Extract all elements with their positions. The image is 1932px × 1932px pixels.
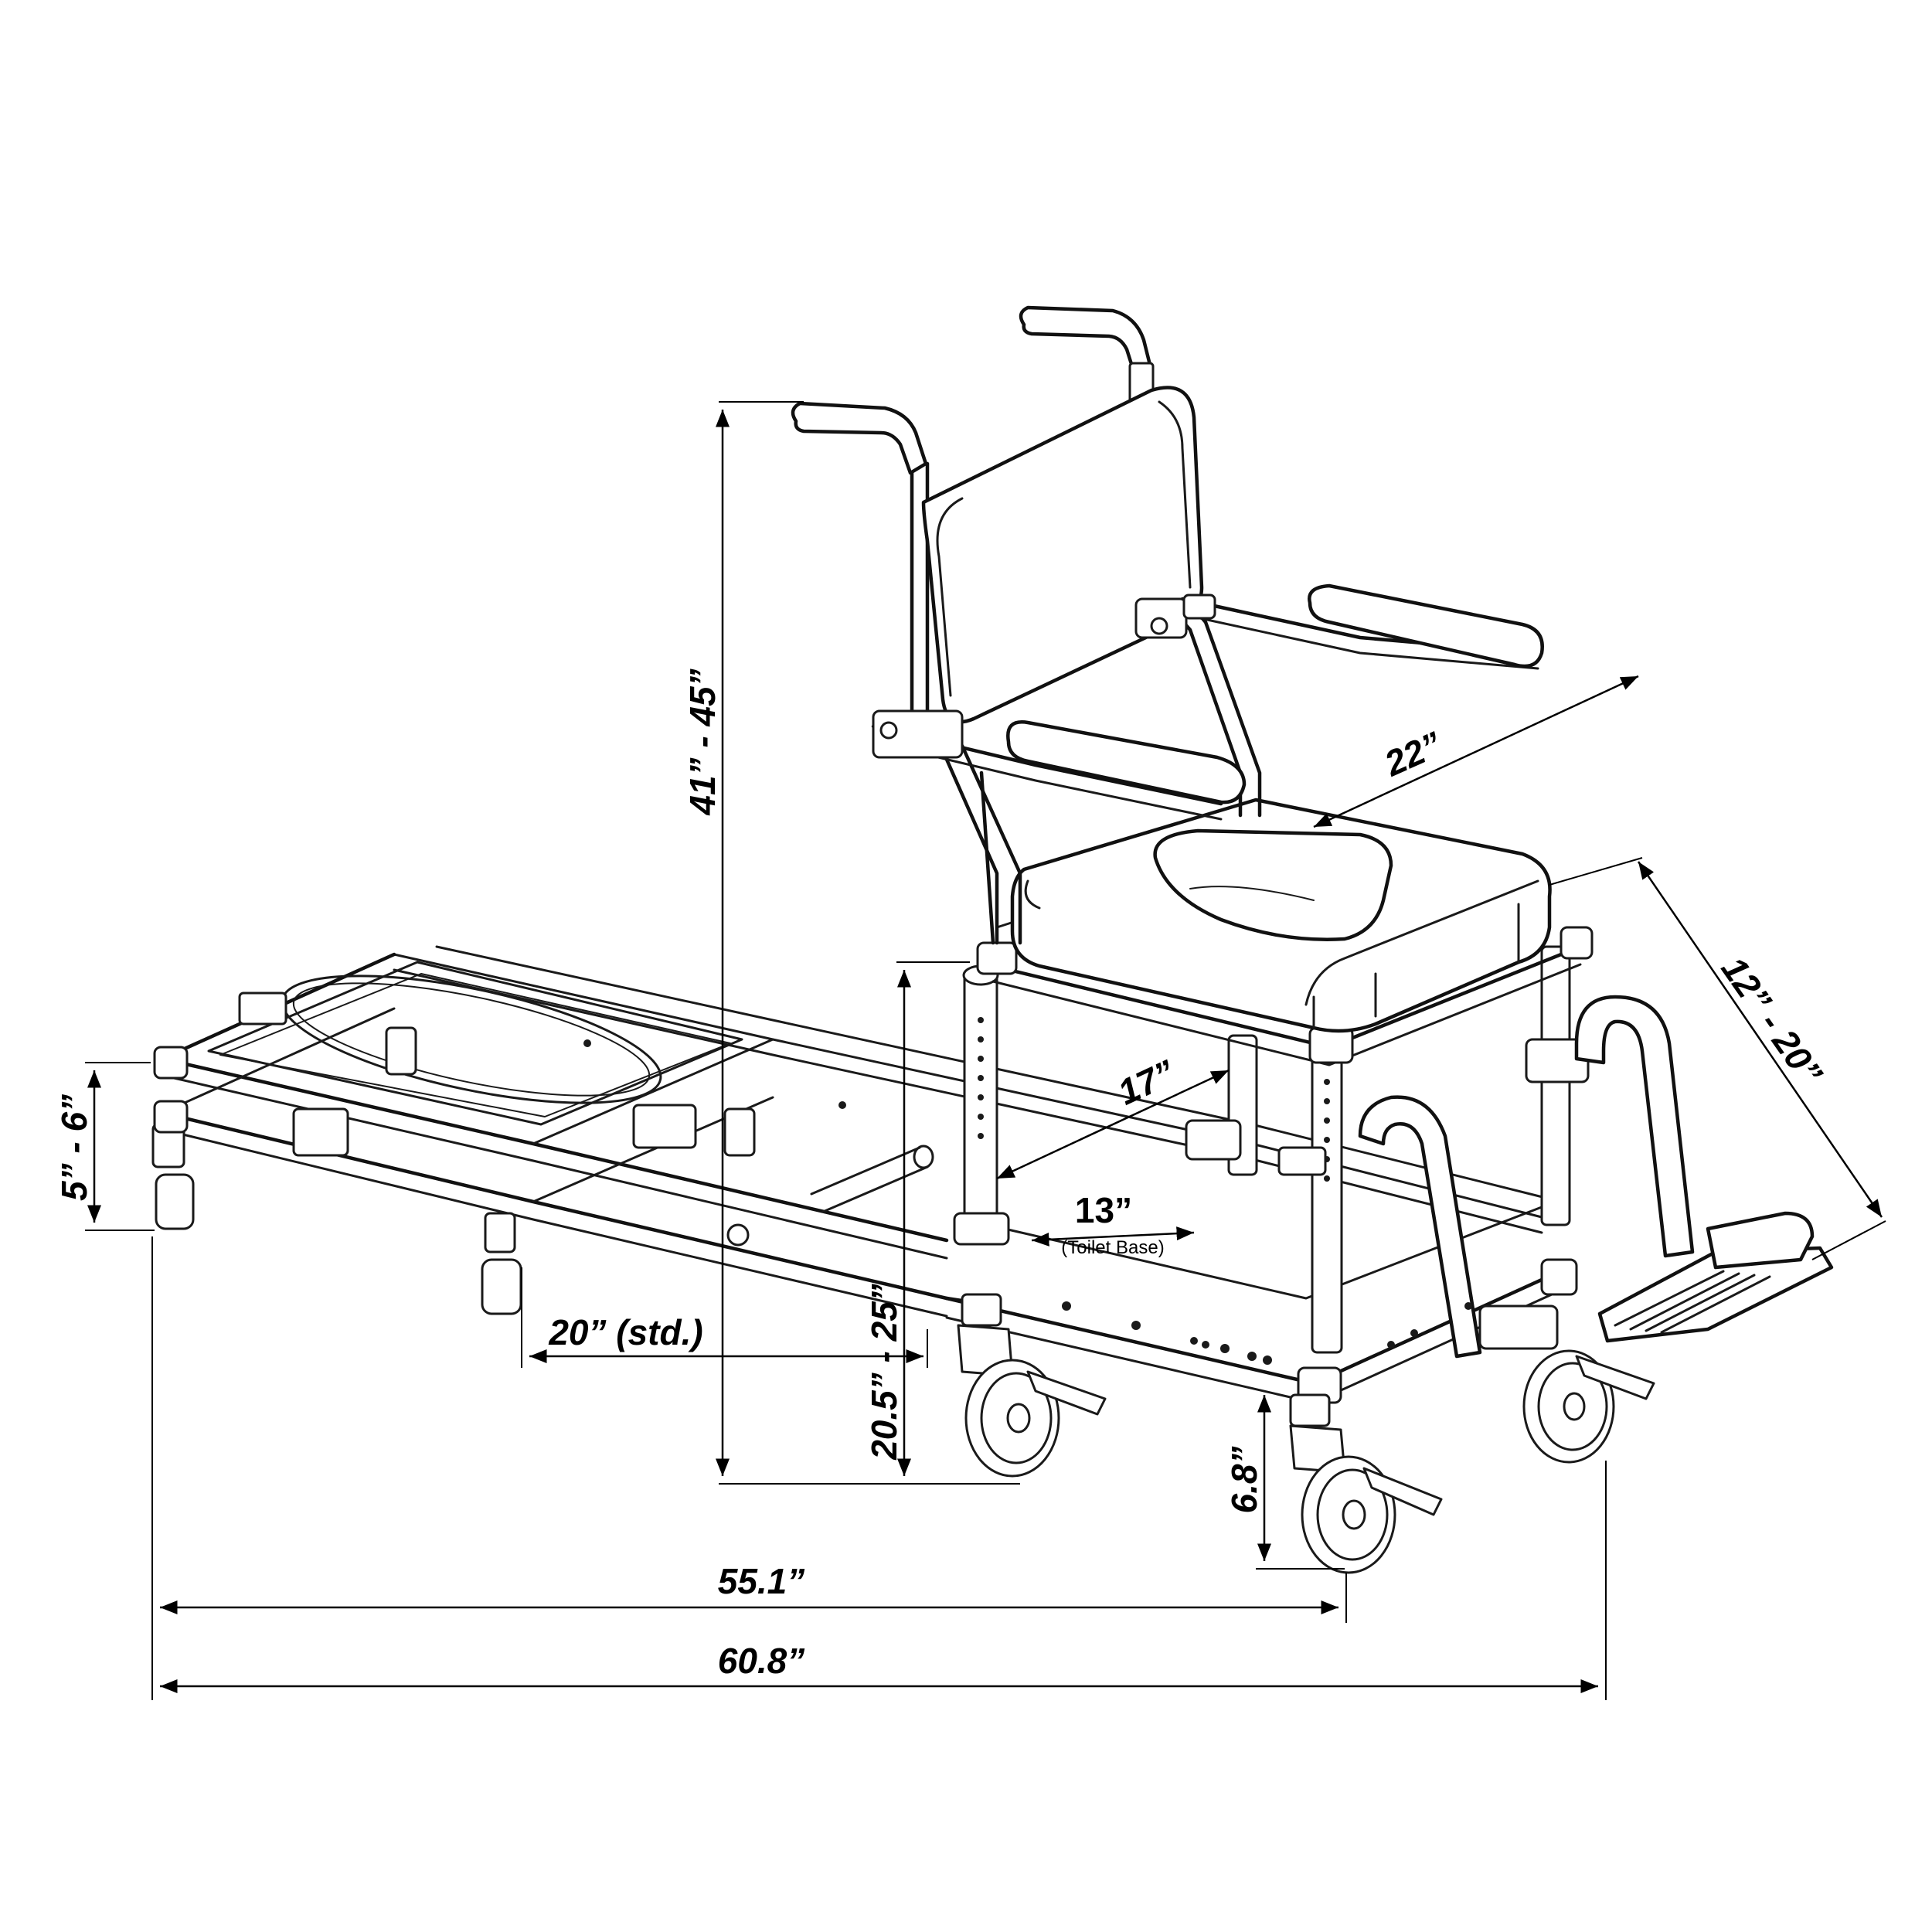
casters — [957, 1293, 1655, 1574]
footrest — [1358, 995, 1834, 1359]
label-footrest: 12” - 20” — [1714, 949, 1831, 1092]
label-length-total: 60.8” — [718, 1641, 805, 1681]
label-wheel: 6.8” — [1224, 1447, 1264, 1514]
push-handles — [791, 305, 1155, 475]
label-leg-height: 5” - 6” — [54, 1094, 94, 1201]
leg-adjust-holes — [978, 1017, 984, 1139]
dimension-lines — [85, 401, 1886, 1700]
seat-cushion — [1010, 798, 1552, 1033]
label-bridge: 20” (std.) — [548, 1312, 702, 1352]
label-height: 41” - 45” — [682, 668, 723, 815]
label-seat-depth: 17” — [1112, 1052, 1181, 1112]
label-toilet-base-note: (Toilet Base) — [1061, 1237, 1164, 1258]
commode-chair — [791, 305, 1834, 1574]
label-seat-height: 20.5” - 25” — [864, 1284, 904, 1461]
backrest-pad — [921, 386, 1204, 724]
label-arm-width: 22” — [1378, 724, 1447, 784]
label-length-base: 55.1” — [718, 1561, 805, 1601]
arm-rests — [871, 583, 1544, 945]
label-toilet-base: 13” — [1075, 1190, 1132, 1230]
